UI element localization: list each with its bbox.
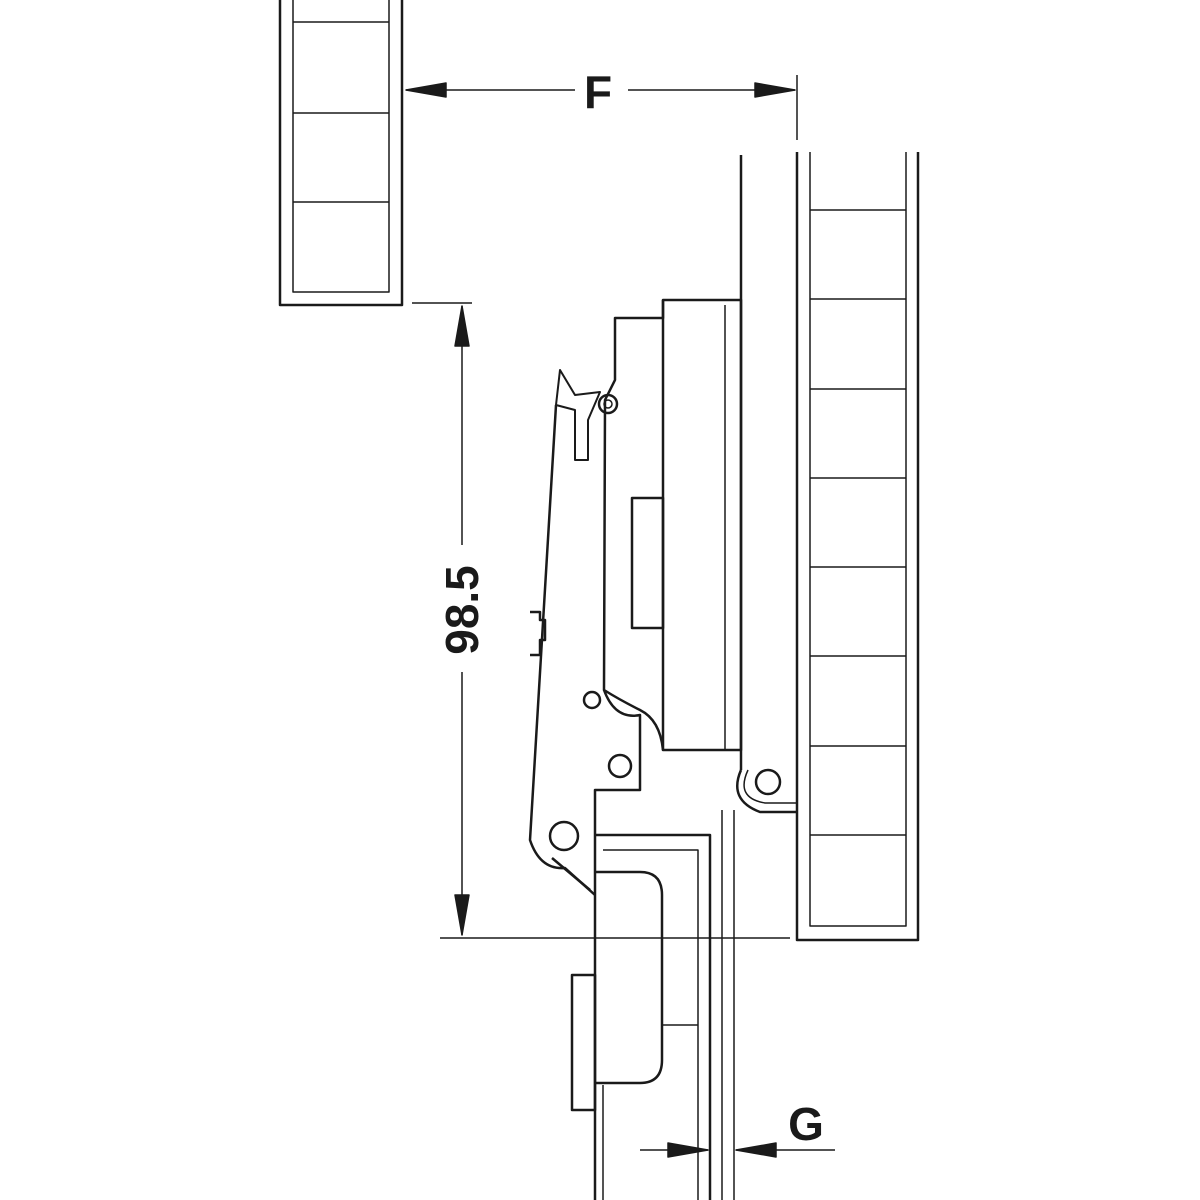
label-f: F bbox=[584, 66, 612, 118]
hinge-mechanism bbox=[528, 155, 797, 896]
label-98-5: 98.5 bbox=[436, 565, 488, 655]
label-g: G bbox=[788, 1098, 824, 1150]
left-door-panel bbox=[278, 0, 404, 307]
dimension-98-5 bbox=[412, 302, 790, 939]
dimension-g bbox=[640, 1142, 835, 1158]
cabinet-side bbox=[570, 810, 735, 1200]
dimension-f bbox=[405, 75, 798, 140]
right-door-panel bbox=[795, 152, 920, 942]
